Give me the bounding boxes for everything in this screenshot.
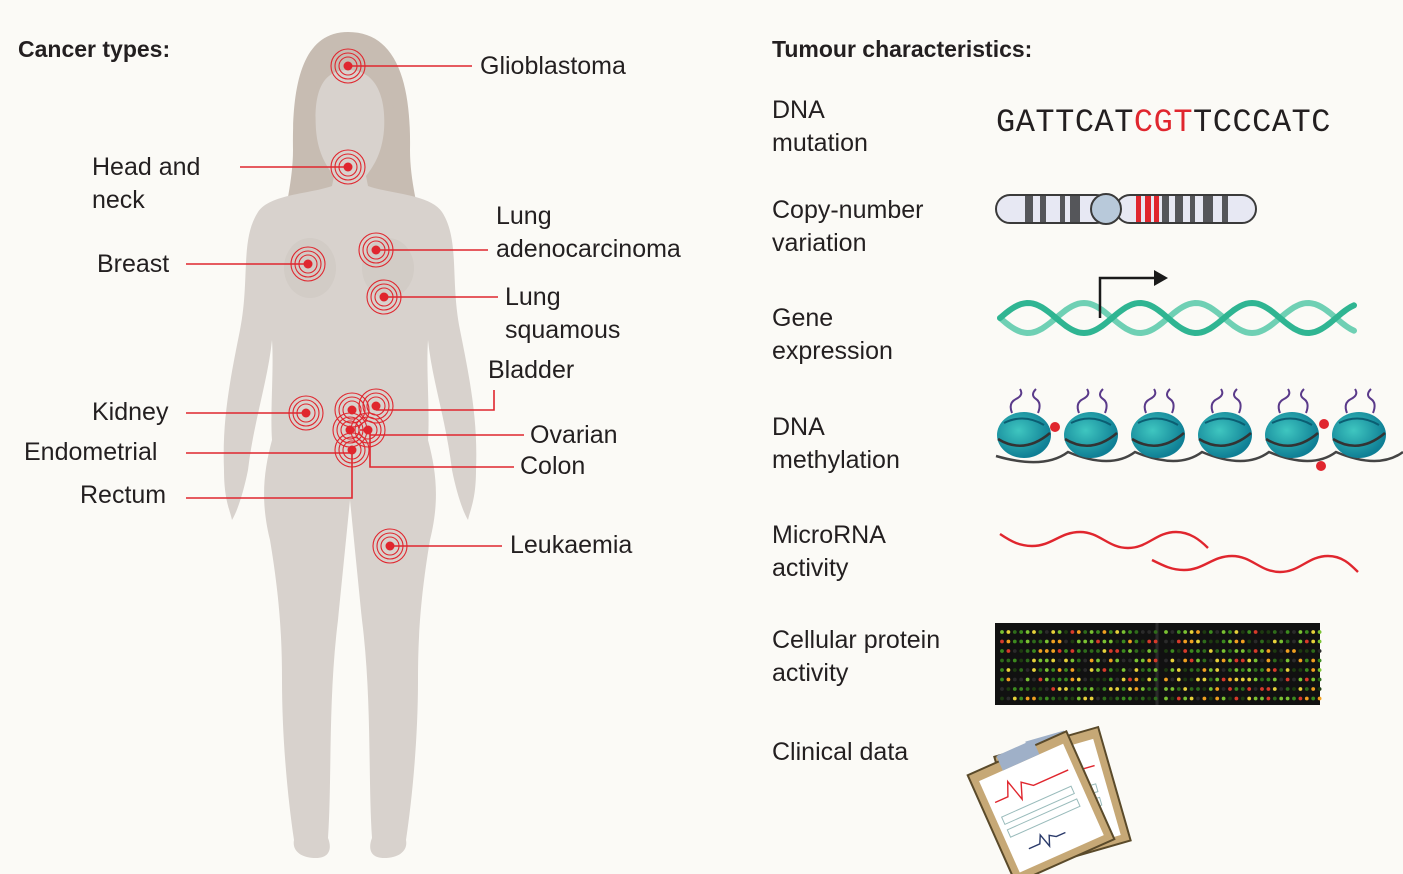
microrna-strands-icon [999, 530, 1359, 574]
tumour-target-markers [288, 48, 408, 564]
body-silhouette [223, 70, 477, 858]
target-marker [290, 246, 326, 282]
target-marker [330, 149, 366, 185]
tumour-characteristics-header: Tumour characteristics: [772, 36, 1033, 62]
leader-rectum [186, 450, 353, 499]
label-endometrial: Endometrial [24, 438, 158, 466]
target-marker [288, 395, 324, 431]
sequence-mutation: CGT [1133, 104, 1194, 141]
dna-helix-icon [997, 299, 1357, 337]
target-marker [366, 279, 402, 315]
sequence-normal-end: TCCCATC [1193, 104, 1331, 141]
clipboard-icon [966, 725, 1132, 874]
methyl-group [1316, 461, 1326, 471]
label-bladder: Bladder [488, 356, 575, 384]
human-body-figure [223, 32, 477, 858]
target-marker [330, 48, 366, 84]
target-marker [334, 432, 370, 468]
nucleosome [997, 388, 1051, 458]
target-marker [358, 232, 394, 268]
dna-sequence: GATTCATCGTTCCCATC [996, 104, 1331, 141]
label-leukaemia: Leukaemia [510, 531, 633, 559]
nucleosome-chain-icon [995, 388, 1403, 471]
label-ovarian: Ovarian [530, 421, 618, 449]
label-clinical-data: Clinical data [772, 738, 909, 766]
chromosome-icon [995, 193, 1257, 225]
nucleosome [1131, 388, 1185, 458]
target-marker [372, 528, 408, 564]
label-rectum: Rectum [80, 481, 167, 509]
nucleosome [1265, 388, 1319, 458]
nucleosome [1332, 388, 1386, 458]
label-kidney: Kidney [92, 398, 169, 426]
dna-linker [995, 450, 1403, 464]
methyl-group [1050, 422, 1060, 432]
hair-fringe [306, 40, 394, 110]
label-colon: Colon [520, 452, 586, 480]
protein-array-icon [995, 623, 1322, 705]
transcription-arrow-icon [1098, 270, 1168, 318]
label-breast: Breast [97, 250, 170, 278]
cancer-types-header: Cancer types: [18, 36, 171, 62]
sequence-normal-start: GATTCAT [996, 104, 1134, 141]
nucleosome [1064, 388, 1118, 458]
methyl-group [1319, 419, 1329, 429]
label-glioblastoma: Glioblastoma [480, 52, 626, 80]
leader-bladder [376, 390, 495, 411]
nucleosome [1198, 388, 1252, 458]
target-marker [358, 388, 394, 424]
